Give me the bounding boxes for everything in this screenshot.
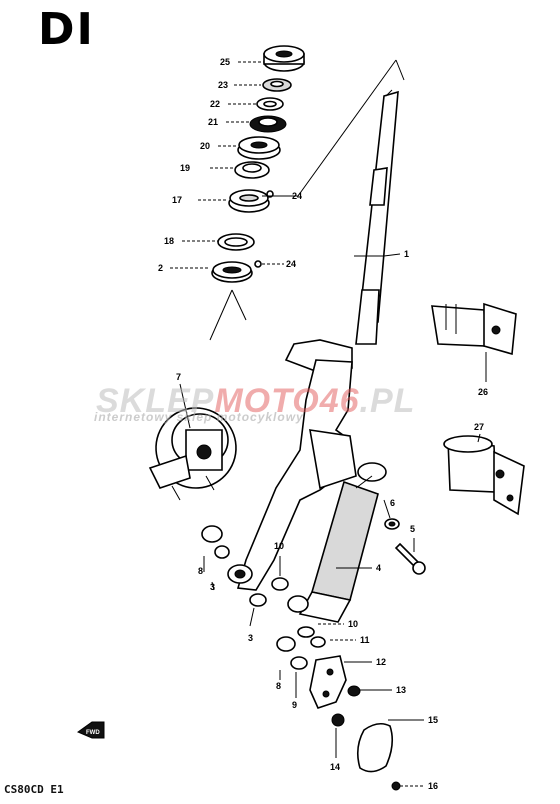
callout-26: 26	[478, 387, 488, 397]
part-13-nut	[347, 685, 361, 697]
part-3a-bushing	[214, 545, 230, 559]
callout-3-upper: 3	[210, 582, 215, 592]
part-5-bolt	[394, 542, 426, 575]
part-8b-washer	[276, 636, 296, 652]
callout-4: 4	[376, 563, 381, 573]
part-15-cap	[356, 722, 394, 773]
callout-22: 22	[210, 99, 220, 109]
callout-7: 7	[176, 372, 181, 382]
forward-arrow-icon: FWD	[76, 721, 105, 739]
part-6-nut	[384, 518, 400, 530]
part-14-nut	[331, 713, 345, 727]
callout-13: 13	[396, 685, 406, 695]
part-12-bracket	[309, 655, 347, 709]
callout-17: 17	[172, 195, 182, 205]
callout-15: 15	[428, 715, 438, 725]
callout-20: 20	[200, 141, 210, 151]
fork-axle-tube	[227, 564, 253, 584]
callout-24-upper: 24	[292, 191, 302, 201]
callout-21: 21	[208, 117, 218, 127]
callout-12: 12	[376, 657, 386, 667]
part-2-lower-bearing	[211, 261, 253, 283]
part-1-steering-stem	[236, 89, 399, 591]
part-8a-washer	[201, 525, 223, 543]
part-10a-washer	[271, 577, 289, 591]
callout-labels: 25 23 22 21 20 19 17 24 18 2 24 1 7 26 2…	[158, 57, 488, 791]
part-17-lower-race	[228, 189, 270, 213]
callout-5: 5	[410, 524, 415, 534]
leader-lines	[170, 59, 487, 787]
part-18-bearing-race	[217, 233, 255, 251]
part-10b-washer	[297, 626, 315, 638]
watermark-brand-part2: MOTO46	[214, 382, 360, 420]
callout-8-upper: 8	[198, 566, 203, 576]
part-25-steering-nut	[263, 45, 305, 72]
callout-27: 27	[474, 422, 484, 432]
callout-19: 19	[180, 163, 190, 173]
callout-11: 11	[360, 635, 370, 645]
part-27-lock-cylinder	[443, 435, 525, 516]
callout-10-upper: 10	[274, 541, 284, 551]
callout-25: 25	[220, 57, 230, 67]
part-23-lock-washer	[262, 78, 292, 92]
part-9-washer	[290, 656, 308, 670]
part-4-shock-absorber	[287, 462, 387, 623]
callout-14: 14	[330, 762, 340, 772]
watermark-brand-part1: SKLEP	[96, 382, 215, 420]
part-3b-bushing	[249, 593, 267, 607]
section-code: DI	[38, 4, 95, 55]
part-21-bearing-race	[249, 115, 287, 133]
watermark-tagline: internetowy sklep motocyklowy	[94, 410, 304, 424]
callout-2: 2	[158, 263, 163, 273]
callout-10-lower: 10	[348, 619, 358, 629]
part-16-screw	[391, 781, 401, 791]
fwd-label: FWD	[86, 730, 100, 736]
callout-8-lower: 8	[276, 681, 281, 691]
part-7-brake-cam-assembly	[148, 407, 237, 501]
callout-6: 6	[390, 498, 395, 508]
part-20-bearing-cone	[237, 136, 281, 160]
watermark-brand-part3: .PL	[359, 382, 416, 420]
part-26-steering-lock	[431, 302, 517, 356]
part-19-bearing	[234, 161, 270, 179]
model-code: CS80CD E1	[4, 783, 64, 796]
part-22-washer	[256, 97, 284, 111]
callout-16: 16	[428, 781, 438, 791]
part-24b-ball	[254, 260, 262, 268]
callout-18: 18	[164, 236, 174, 246]
callout-24-lower: 24	[286, 259, 296, 269]
watermark-brand: SKLEPMOTO46.PL	[96, 382, 415, 421]
callout-1: 1	[404, 249, 409, 259]
callout-23: 23	[218, 80, 228, 90]
part-11-washer	[310, 636, 326, 648]
callout-3-lower: 3	[248, 633, 253, 643]
callout-9: 9	[292, 700, 297, 710]
